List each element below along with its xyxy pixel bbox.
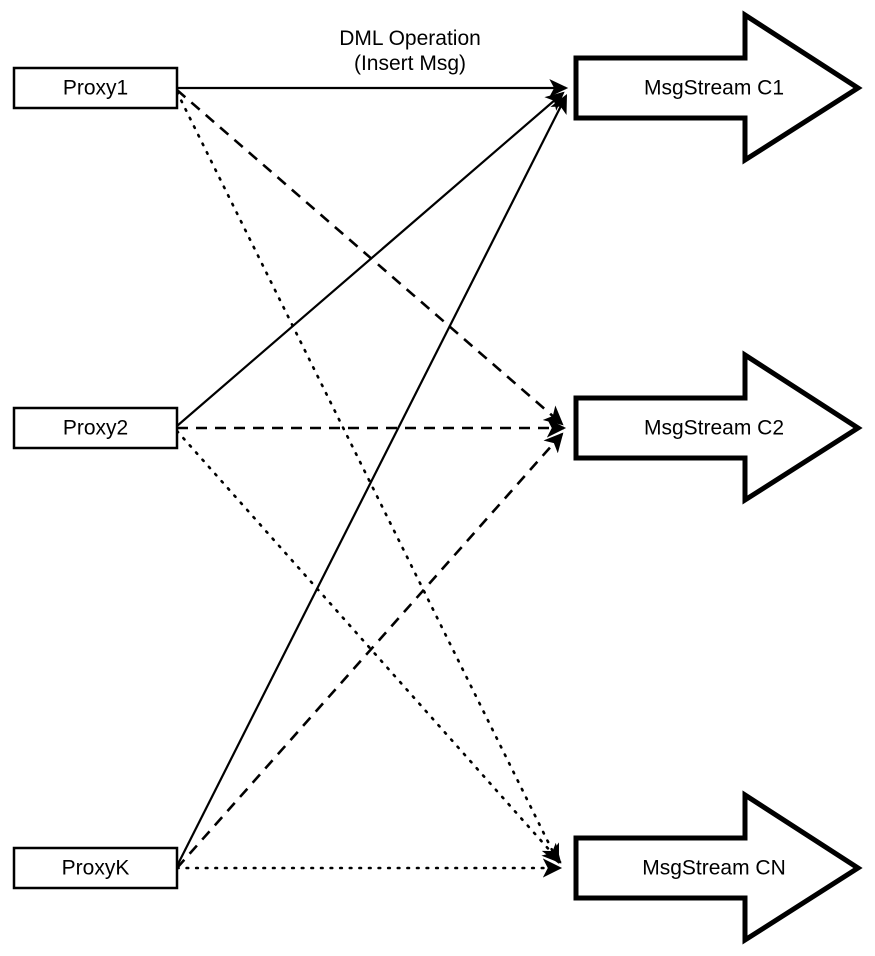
connection-proxy1-to-stream-cn[interactable] bbox=[175, 90, 560, 864]
msgstream-c1-arrow-shape[interactable] bbox=[573, 10, 863, 165]
connection-proxy2-to-stream-c1[interactable] bbox=[176, 91, 565, 427]
msgstream-node-cn[interactable]: MsgStream CN bbox=[573, 790, 863, 945]
msgstream-c1-label: MsgStream C1 bbox=[644, 77, 784, 100]
proxy-node-proxyk[interactable]: ProxyK bbox=[12, 846, 179, 890]
edge-annotation-dml-operation: DML Operation (Insert Msg) bbox=[339, 27, 481, 75]
edge-annotation-line2: (Insert Msg) bbox=[354, 52, 466, 75]
proxy-node-proxy2[interactable]: Proxy2 bbox=[12, 406, 179, 450]
proxyk-label: ProxyK bbox=[62, 857, 130, 880]
proxy2-box[interactable] bbox=[12, 406, 179, 450]
msgstream-c2-arrow-shape[interactable] bbox=[573, 350, 863, 505]
edge-annotation-line1: DML Operation bbox=[339, 27, 481, 50]
msgstream-cn-arrow-shape[interactable] bbox=[573, 790, 863, 945]
proxy2-label: Proxy2 bbox=[63, 417, 128, 440]
proxy-node-proxy1[interactable]: Proxy1 bbox=[12, 66, 179, 110]
msgstream-node-c1[interactable]: MsgStream C1 bbox=[573, 10, 863, 165]
msgstream-nodes-layer: MsgStream C1 MsgStream C2 MsgStream CN bbox=[573, 10, 863, 945]
msgstream-cn-label: MsgStream CN bbox=[642, 857, 786, 880]
proxy1-box[interactable] bbox=[12, 66, 179, 110]
msgstream-node-c2[interactable]: MsgStream C2 bbox=[573, 350, 863, 505]
connection-proxy2-to-stream-cn[interactable] bbox=[175, 429, 562, 864]
connection-proxyk-to-stream-c1[interactable] bbox=[176, 94, 567, 867]
connections-layer bbox=[175, 78, 569, 878]
proxy1-label: Proxy1 bbox=[63, 77, 128, 100]
connection-proxyk-to-stream-c2[interactable] bbox=[176, 432, 564, 869]
proxy-nodes-layer: Proxy1 Proxy2 ProxyK bbox=[12, 66, 179, 890]
msgstream-c2-label: MsgStream C2 bbox=[644, 417, 784, 440]
proxyk-box[interactable] bbox=[12, 846, 179, 890]
connection-proxy1-to-stream-c2[interactable] bbox=[176, 89, 564, 426]
